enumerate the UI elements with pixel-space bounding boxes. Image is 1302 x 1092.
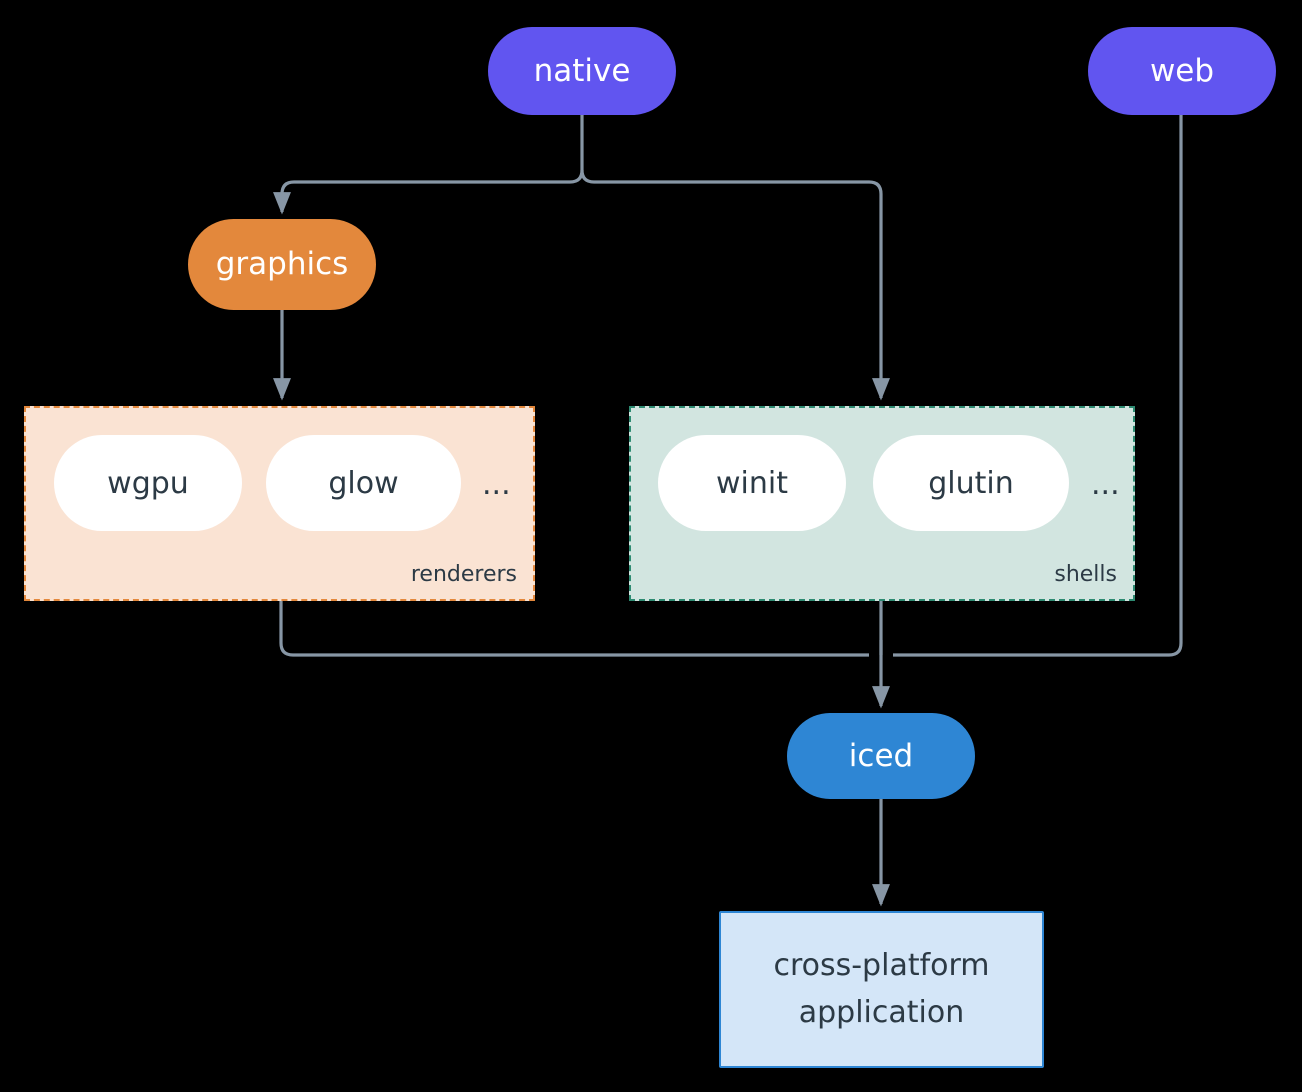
node-glutin[interactable]: glutin bbox=[873, 435, 1069, 531]
node-application-label-line1: cross-platform bbox=[773, 948, 990, 983]
node-iced-label: iced bbox=[848, 737, 914, 774]
node-native-label: native bbox=[533, 52, 631, 89]
cluster-shells-label: shells bbox=[1054, 562, 1117, 587]
cluster-renderers-label: renderers bbox=[410, 562, 517, 587]
edge-native-to-graphics bbox=[273, 169, 584, 215]
node-winit[interactable]: winit bbox=[658, 435, 846, 531]
node-glow-label: glow bbox=[328, 465, 399, 501]
node-winit-label: winit bbox=[716, 465, 788, 501]
edge-renderers-to-iced bbox=[279, 601, 869, 657]
renderers-overflow-ellipsis: ... bbox=[482, 467, 511, 502]
cluster-shells: winit glutin ... shells bbox=[629, 406, 1135, 601]
node-glow[interactable]: glow bbox=[266, 435, 461, 531]
node-wgpu-label: wgpu bbox=[107, 465, 189, 501]
node-web[interactable]: web bbox=[1088, 27, 1276, 115]
node-glutin-label: glutin bbox=[928, 465, 1014, 501]
shells-overflow-ellipsis: ... bbox=[1091, 467, 1120, 502]
node-graphics[interactable]: graphics bbox=[188, 219, 376, 310]
node-web-label: web bbox=[1149, 52, 1215, 89]
cluster-renderers: wgpu glow ... renderers bbox=[24, 406, 535, 601]
edge-native-to-shells bbox=[580, 169, 890, 401]
node-application[interactable]: cross-platform application bbox=[719, 911, 1044, 1068]
node-application-label-line2: application bbox=[798, 994, 965, 1030]
node-native[interactable]: native bbox=[488, 27, 676, 115]
node-wgpu[interactable]: wgpu bbox=[54, 435, 242, 531]
node-graphics-label: graphics bbox=[215, 246, 349, 283]
node-iced[interactable]: iced bbox=[787, 713, 975, 799]
